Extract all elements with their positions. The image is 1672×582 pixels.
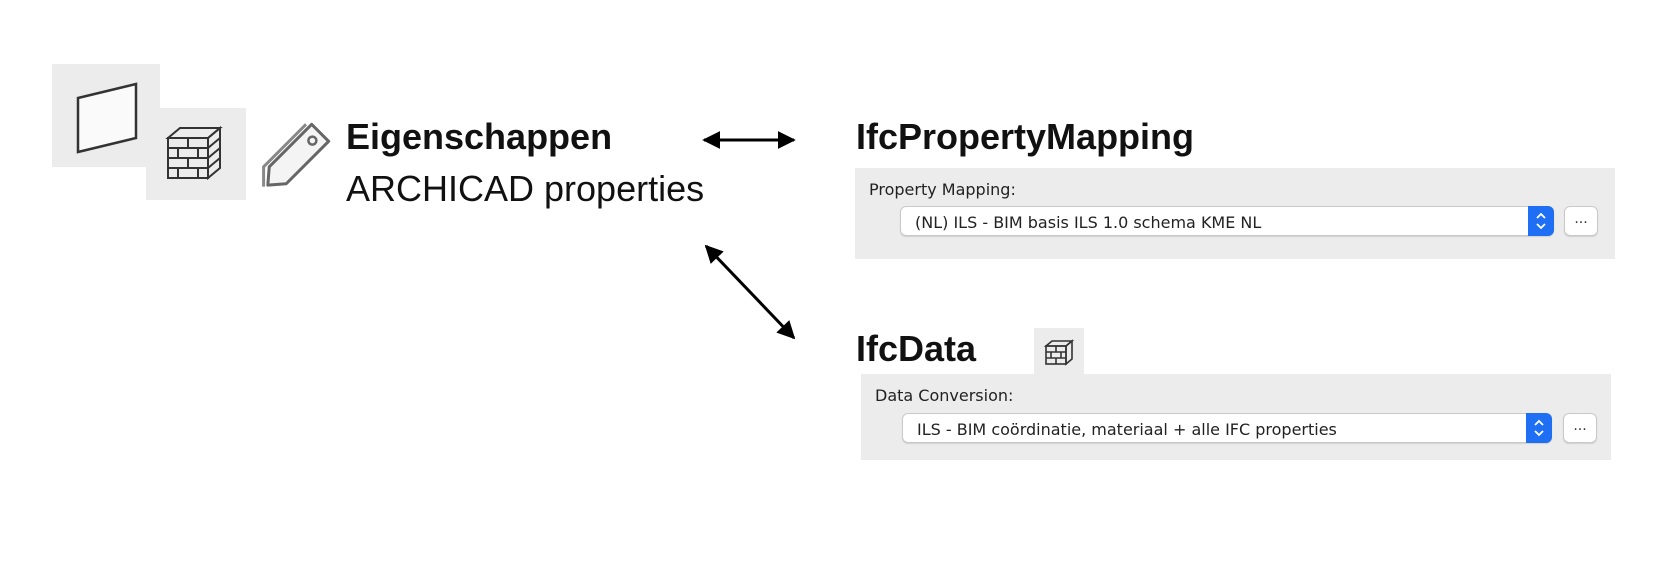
data-conversion-selected-value: ILS - BIM coördinatie, materiaal + alle …: [917, 420, 1337, 439]
shape-outline-tile: [52, 64, 160, 167]
property-mapping-select[interactable]: (NL) ILS - BIM basis ILS 1.0 schema KME …: [900, 206, 1554, 236]
tag-icon: [252, 116, 336, 202]
ifc-data-title: IfcData: [856, 328, 977, 369]
data-conversion-panel: Data Conversion: ILS - BIM coördinatie, …: [861, 374, 1611, 460]
ifc-property-mapping-title: IfcPropertyMapping: [856, 116, 1195, 157]
select-stepper-icon: [1528, 206, 1554, 236]
property-mapping-selected-value: (NL) ILS - BIM basis ILS 1.0 schema KME …: [915, 213, 1262, 232]
data-conversion-more-button[interactable]: ...: [1563, 413, 1597, 443]
ifc-data-cube-icon: [1043, 339, 1075, 366]
double-arrow-diagonal: [704, 244, 796, 340]
property-mapping-panel: Property Mapping: (NL) ILS - BIM basis I…: [855, 168, 1615, 259]
eigenschappen-title: Eigenschappen: [346, 116, 613, 157]
brick-wall-tile: [146, 108, 246, 200]
shape-outline-icon: [76, 82, 138, 154]
brick-wall-icon: [165, 125, 223, 181]
property-mapping-more-button[interactable]: ...: [1564, 206, 1598, 236]
archicad-properties-subtitle: ARCHICAD properties: [346, 168, 705, 209]
data-conversion-label: Data Conversion:: [875, 386, 1014, 405]
property-mapping-label: Property Mapping:: [869, 180, 1016, 199]
ifc-data-cube-tile: [1034, 328, 1084, 374]
data-conversion-select[interactable]: ILS - BIM coördinatie, materiaal + alle …: [902, 413, 1552, 443]
select-stepper-icon: [1526, 413, 1552, 443]
